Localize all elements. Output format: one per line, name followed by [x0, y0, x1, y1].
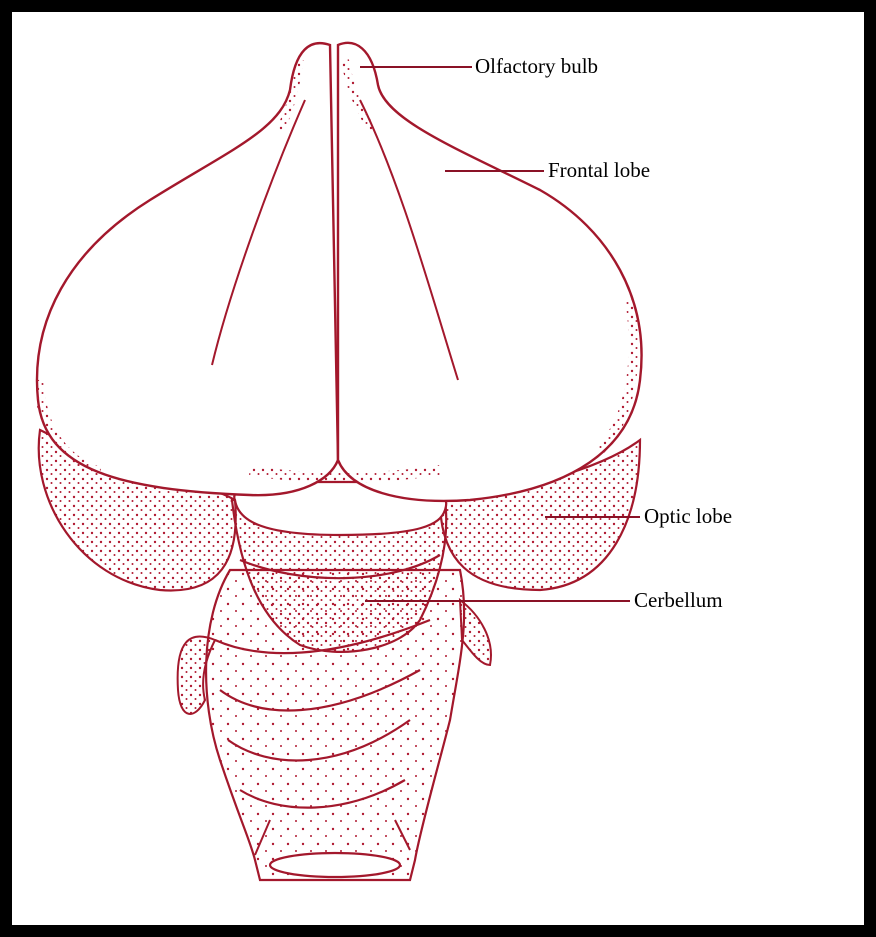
frontal-lobe-label: Frontal lobe [548, 160, 650, 181]
cerebral-hemispheres [37, 43, 642, 501]
cerebellum-label: Cerbellum [634, 590, 723, 611]
olfactory-bulb-label: Olfactory bulb [475, 56, 598, 77]
optic-lobe-label: Optic lobe [644, 506, 732, 527]
